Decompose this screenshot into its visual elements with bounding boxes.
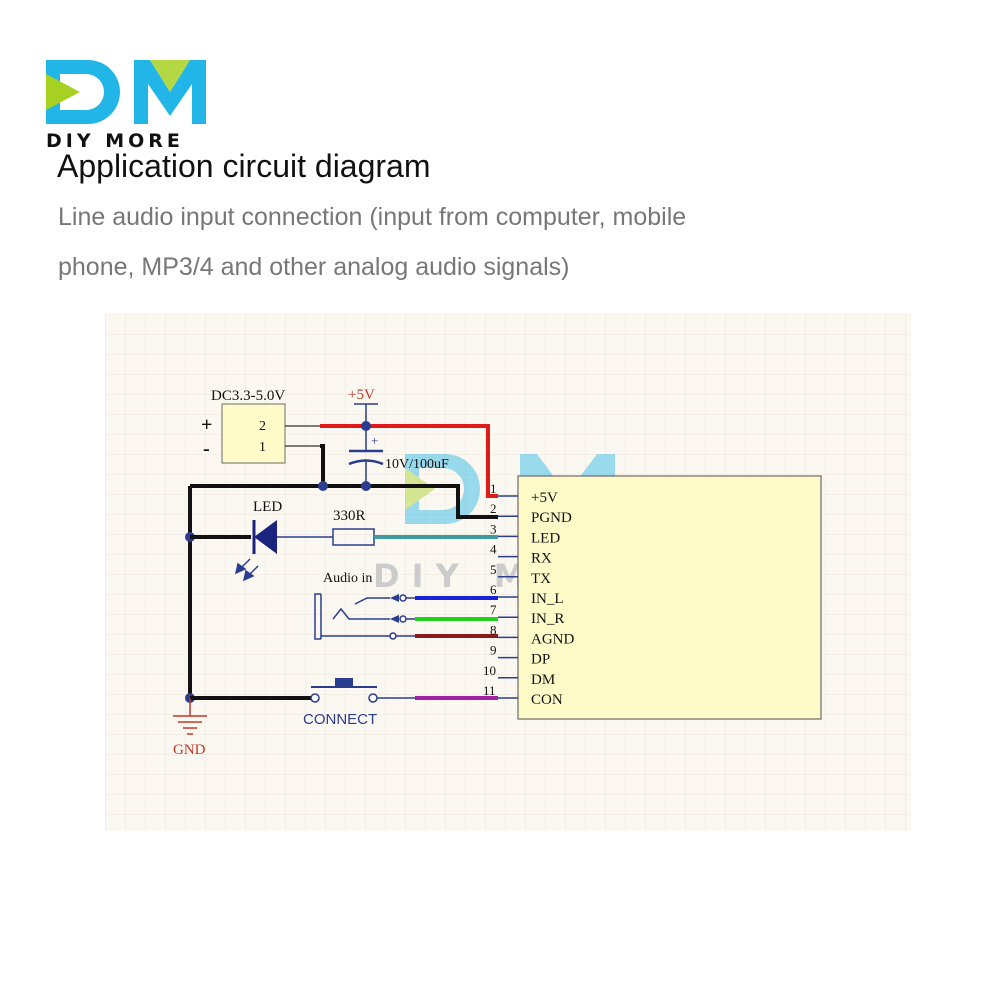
connect-label: CONNECT <box>303 711 377 728</box>
module-pin-name-7: IN_R <box>531 611 564 627</box>
ground-label: GND <box>173 742 206 758</box>
module-pin-number-11: 11 <box>483 683 496 698</box>
page-title: Application circuit diagram <box>57 148 431 184</box>
capacitor-plate-bottom <box>348 459 384 466</box>
subtitle-line-1: Line audio input connection (input from … <box>58 203 687 231</box>
circuit-diagram: DIY MORE DC3.3-5.0V 2 1 + - +5V + 10V/10… <box>105 314 911 831</box>
diymore-logo <box>44 58 234 150</box>
module-pin-name-11: CON <box>531 692 563 708</box>
ground-icon <box>173 698 207 735</box>
led-light-arrows-icon <box>234 558 259 582</box>
subtitle-line-2: phone, MP3/4 and other analog audio sign… <box>58 253 570 281</box>
audio-module <box>517 475 822 720</box>
vcc-wire <box>320 424 498 498</box>
module-pin-number-9: 9 <box>490 643 497 658</box>
module-pin-name-2: PGND <box>531 510 572 526</box>
module-pin-number-7: 7 <box>490 602 497 617</box>
module-pin-name-3: LED <box>531 530 560 546</box>
ground-wire-top <box>320 444 498 519</box>
module-pin-number-4: 4 <box>490 542 497 557</box>
module-pin-name-8: AGND <box>531 631 574 647</box>
capacitor-polarity: + <box>371 433 378 448</box>
vcc-label: +5V <box>348 387 375 403</box>
module-pin-number-2: 2 <box>490 501 497 516</box>
module-pin-name-6: IN_L <box>531 591 564 607</box>
power-supply-label: DC3.3-5.0V <box>211 388 285 404</box>
power-connector <box>221 403 286 464</box>
power-pin-1: 1 <box>259 440 266 455</box>
power-minus-sign: - <box>203 438 210 460</box>
module-pin-number-6: 6 <box>490 582 497 597</box>
module-pin-number-3: 3 <box>490 521 497 536</box>
module-pin-number-10: 10 <box>483 663 496 678</box>
module-pin-name-9: DP <box>531 652 550 668</box>
module-pin-number-5: 5 <box>490 562 497 577</box>
power-plus-sign: + <box>201 414 212 436</box>
power-pin-2: 2 <box>259 419 266 434</box>
module-pin-name-5: TX <box>531 571 551 587</box>
audio-jack-icon <box>314 593 321 640</box>
audio-in-label: Audio in <box>323 571 372 586</box>
capacitor-label: 10V/100uF <box>385 457 449 472</box>
module-pin-name-1: +5V <box>531 490 558 506</box>
module-pin-name-4: RX <box>531 551 552 567</box>
module-pin-name-10: DM <box>531 672 555 688</box>
module-pin-number-8: 8 <box>490 622 497 637</box>
dm-logo-mark <box>46 60 206 124</box>
led-label: LED <box>253 499 282 515</box>
module-pin-number-1: 1 <box>490 481 497 496</box>
circuit-svg: DIY MORE DC3.3-5.0V 2 1 + - +5V + 10V/10… <box>105 314 911 831</box>
led-icon <box>254 520 277 554</box>
brand-name: DIY MORE <box>46 130 184 152</box>
watermark-logo <box>405 454 615 524</box>
resistor-label: 330R <box>333 508 366 524</box>
